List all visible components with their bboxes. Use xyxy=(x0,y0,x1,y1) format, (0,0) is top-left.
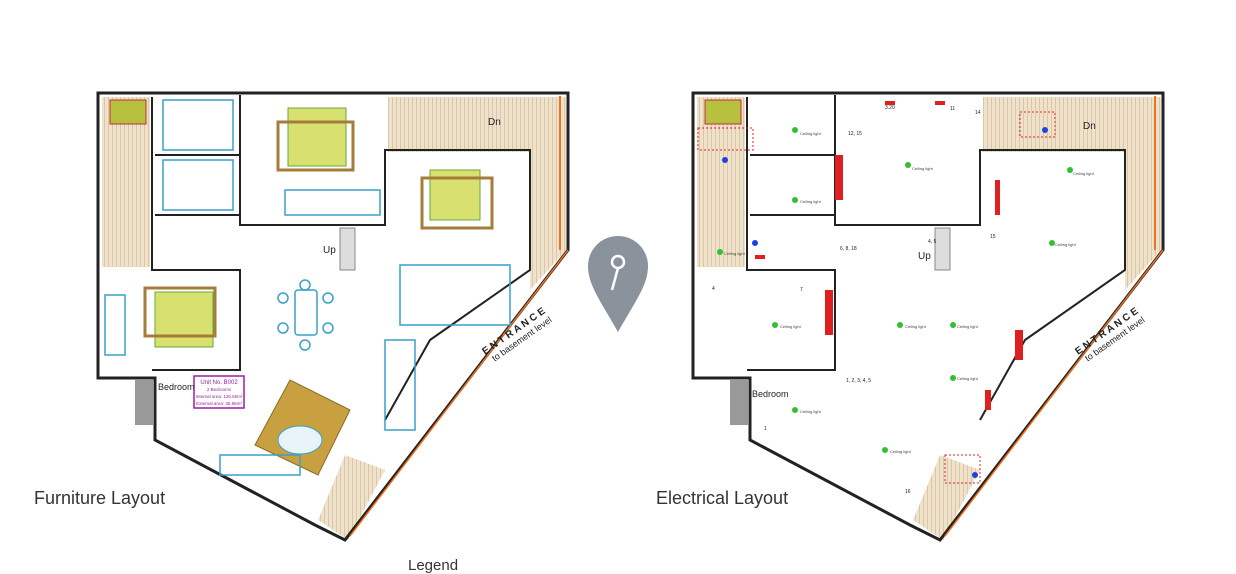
stairs-down-label: Dn xyxy=(1083,121,1096,132)
ceiling-light-label: Ceiling light xyxy=(957,324,979,329)
circuit-label: 4 xyxy=(712,286,715,292)
unit-info-box: Unit No. B002 2 Bedrooms Internal area: … xyxy=(193,375,245,409)
circuit-label: 16 xyxy=(905,489,911,495)
bedroom-label: Bedroom xyxy=(158,382,195,392)
stairs-up-label: Up xyxy=(918,251,931,262)
legend-heading: Legend xyxy=(408,557,459,574)
circuit-label: 7 xyxy=(800,287,803,293)
ceiling-light-label: Ceiling light xyxy=(780,324,802,329)
circuit-label: 15 xyxy=(990,234,996,240)
svg-text:2 Bedrooms: 2 Bedrooms xyxy=(207,387,232,392)
svg-text:External area: 35.86m²: External area: 35.86m² xyxy=(196,401,242,406)
stairs-down-label: Dn xyxy=(488,117,501,128)
svg-text:Unit No. B002: Unit No. B002 xyxy=(200,380,238,386)
ceiling-light-label: Ceiling light xyxy=(905,324,927,329)
electrical-layout-title: Electrical Layout xyxy=(656,488,789,508)
ceiling-light-label: Ceiling light xyxy=(1055,242,1077,247)
ceiling-light-label: Ceiling light xyxy=(800,131,822,136)
location-pin-icon xyxy=(588,236,648,332)
ceiling-light-label: Ceiling light xyxy=(800,409,822,414)
ceiling-light-label: Ceiling light xyxy=(957,376,979,381)
circuit-label: 1, 2, 3, 4, 5 xyxy=(846,378,871,384)
circuit-label: 6, 8, 18 xyxy=(840,246,857,252)
ceiling-light-label: Ceiling light xyxy=(724,251,746,256)
circuit-label: 1 xyxy=(764,426,767,432)
furniture-plan xyxy=(96,91,570,542)
bedroom-label: Bedroom xyxy=(752,389,789,399)
stairs-up-label: Up xyxy=(323,245,336,256)
circuit-label: 4, 5 xyxy=(928,239,937,245)
furniture-layout-title: Furniture Layout xyxy=(34,488,166,508)
ceiling-light-label: Ceiling light xyxy=(912,166,934,171)
electrical-plan xyxy=(691,91,1165,542)
ceiling-light-label: Ceiling light xyxy=(800,199,822,204)
circuit-label: 14 xyxy=(975,110,981,116)
circuit-label: 12, 15 xyxy=(848,131,862,137)
circuit-label: 3.20 xyxy=(885,105,895,111)
svg-text:Internal area: 126.55m²: Internal area: 126.55m² xyxy=(196,394,243,399)
circuit-label: 11 xyxy=(950,106,955,112)
ceiling-light-label: Ceiling light xyxy=(1073,171,1095,176)
ceiling-light-label: Ceiling light xyxy=(890,449,912,454)
